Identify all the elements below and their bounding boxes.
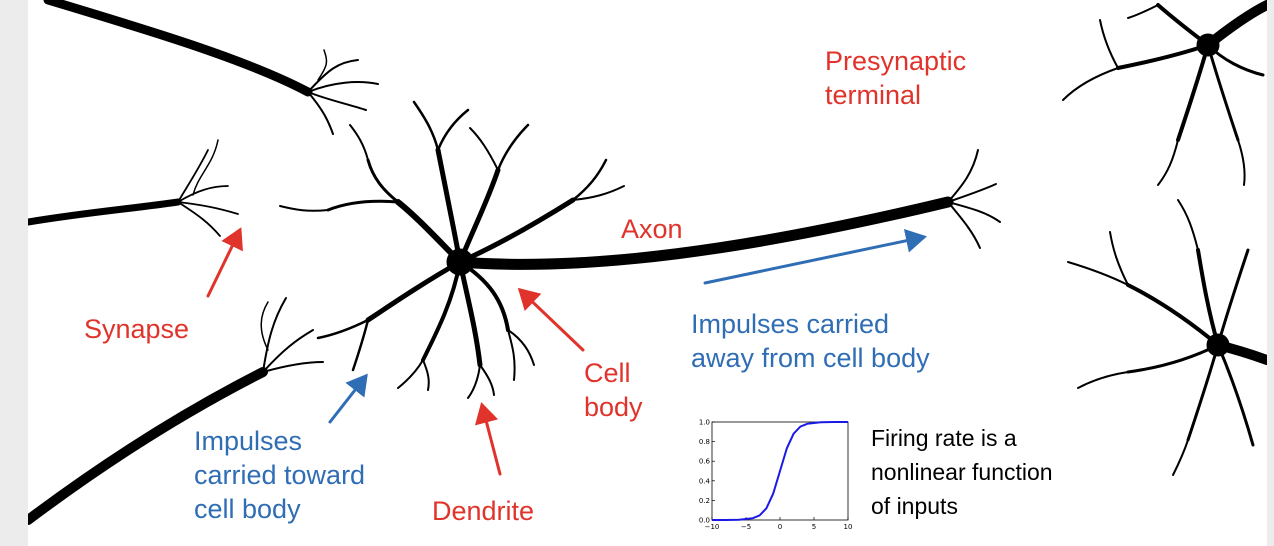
y-tick-label: 0.2 [699, 497, 710, 505]
neighbor-neuron-top-right [1062, 0, 1267, 186]
neighbor-neuron-bottom-right [1067, 199, 1267, 476]
dendrite-arrow [474, 402, 502, 476]
outgoing-axon [454, 149, 1001, 270]
firing-rate-caption: Firing rate is a nonlinear function of i… [871, 425, 1053, 519]
y-tick-label: 0.0 [699, 517, 710, 525]
presynaptic-terminal-label: Presynaptic terminal [825, 46, 967, 110]
impulses-away-label: Impulses carried away from cell body [691, 309, 930, 373]
sigmoid-chart: 0.0 0.2 0.4 0.6 0.8 1.0 −10 −5 0 5 10 [699, 419, 853, 532]
cell-body-label: Cell body [584, 358, 643, 422]
impulses-toward-arrow [328, 373, 368, 424]
synapse-arrow [206, 227, 243, 298]
sigmoid-curve [712, 421, 848, 521]
dendrite-label: Dendrite [432, 496, 535, 526]
incoming-axon-bottom [28, 297, 324, 525]
y-tick-label: 0.6 [699, 458, 711, 466]
y-tick-label: 1.0 [699, 419, 710, 427]
annotation-arrows [206, 227, 927, 476]
y-tick-label: 0.8 [699, 438, 710, 446]
axon-label: Axon [621, 214, 683, 244]
incoming-axon-middle [28, 139, 239, 237]
x-tick-label: −5 [741, 523, 751, 531]
synapse-label: Synapse [84, 314, 190, 344]
x-tick-label: 10 [844, 523, 853, 531]
cell-body [279, 100, 625, 399]
incoming-axon-top [43, 0, 379, 135]
neuron-diagram-slide: Presynaptic terminal Axon Synapse Cell b… [28, 0, 1267, 546]
x-tick-label: −10 [705, 523, 720, 531]
x-tick-label: 0 [778, 523, 782, 531]
x-tick-label: 5 [812, 523, 816, 531]
impulses-toward-label: Impulses carried toward cell body [194, 426, 366, 524]
y-tick-label: 0.4 [699, 477, 711, 485]
neuron-illustration [28, 0, 1267, 525]
cell-body-arrow [517, 287, 585, 352]
impulses-away-arrow [703, 228, 927, 285]
